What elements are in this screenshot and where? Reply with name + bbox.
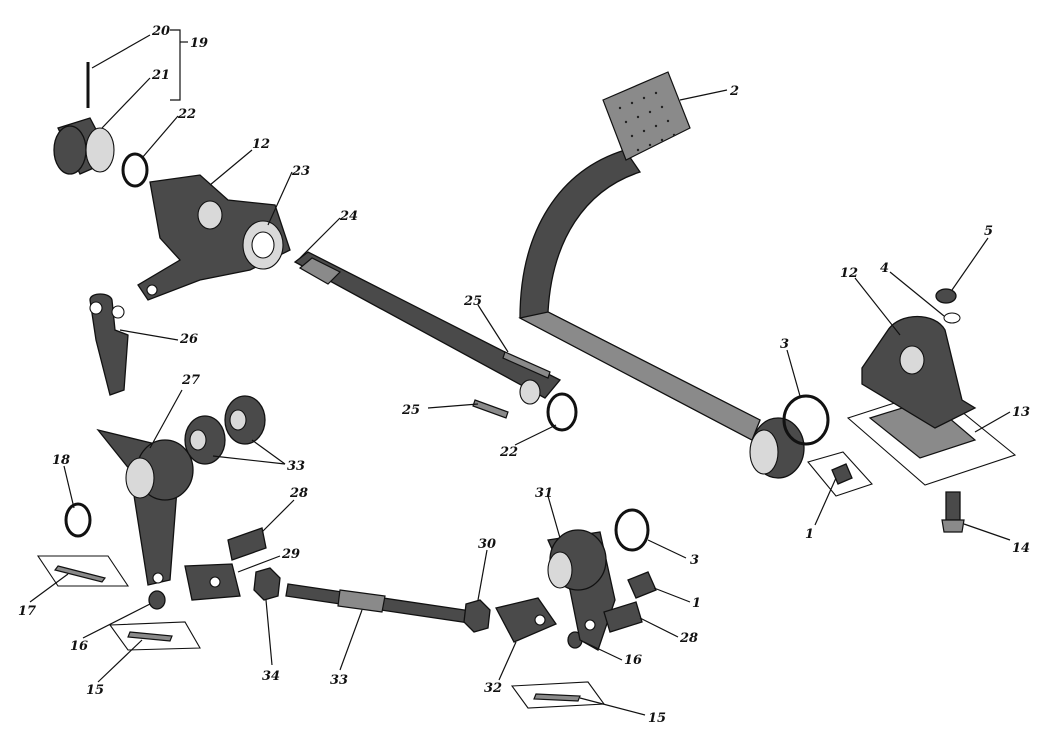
label-3-pedal: 3 xyxy=(780,337,789,352)
bracket-right xyxy=(846,288,1017,533)
label-31: 31 xyxy=(535,486,553,501)
label-20: 20 xyxy=(151,24,170,39)
label-25-bottom: 25 xyxy=(401,403,420,418)
label-16-right: 16 xyxy=(624,653,642,668)
label-19: 19 xyxy=(190,36,208,51)
label-14: 14 xyxy=(1012,541,1030,556)
label-23: 23 xyxy=(291,164,310,179)
label-18: 18 xyxy=(52,453,70,468)
leader-lines xyxy=(29,29,1011,716)
label-1-pedal: 1 xyxy=(805,527,814,542)
label-34: 34 xyxy=(262,669,280,684)
label-28-right: 28 xyxy=(679,631,698,646)
label-28-left: 28 xyxy=(289,486,308,501)
label-15-right: 15 xyxy=(648,711,666,726)
label-32: 32 xyxy=(484,681,502,696)
label-4: 4 xyxy=(880,261,889,276)
label-26: 26 xyxy=(179,332,198,347)
label-2: 2 xyxy=(729,84,739,99)
label-33-rod: 33 xyxy=(330,673,348,688)
label-30: 30 xyxy=(478,537,496,552)
lever-left-lower xyxy=(64,293,266,586)
label-13: 13 xyxy=(1012,405,1030,420)
label-27: 27 xyxy=(181,373,200,388)
label-12-left: 12 xyxy=(252,137,270,152)
label-17: 17 xyxy=(18,604,36,619)
label-3-lever: 3 xyxy=(690,553,699,568)
label-15-left: 15 xyxy=(86,683,104,698)
label-22-shaft: 22 xyxy=(499,445,518,460)
shaft-part xyxy=(293,251,578,432)
rod-assembly xyxy=(36,527,606,709)
lever-hub-left xyxy=(137,174,291,301)
label-24: 24 xyxy=(339,209,358,224)
bushing-set xyxy=(53,62,149,188)
pedal-part xyxy=(518,71,805,479)
lever-right-lower xyxy=(547,508,657,651)
label-16-left: 16 xyxy=(70,639,88,654)
label-29: 29 xyxy=(281,547,300,562)
label-21: 21 xyxy=(151,68,170,83)
label-5: 5 xyxy=(984,224,993,239)
label-25-top: 25 xyxy=(463,294,482,309)
label-1-lever: 1 xyxy=(692,596,701,611)
label-33-bushings: 33 xyxy=(287,459,305,474)
part-labels: 20 19 21 22 12 23 24 2 3 5 4 12 13 14 1 … xyxy=(18,24,1030,726)
label-22-top: 22 xyxy=(177,107,196,122)
label-12-right: 12 xyxy=(840,266,858,281)
